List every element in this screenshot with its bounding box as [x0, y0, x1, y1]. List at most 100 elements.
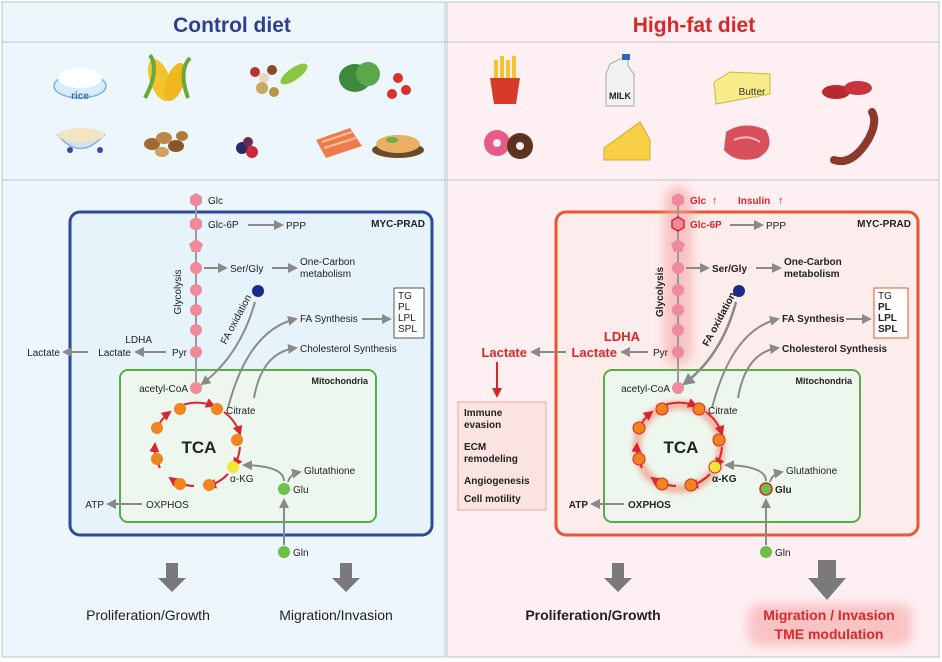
control-glyc-node	[190, 304, 202, 316]
highfat-acetylcoa-node	[672, 382, 684, 394]
highfat-lactate-effects-box	[457, 401, 547, 511]
control-outcome-proliferation: Proliferation/Growth	[86, 607, 210, 623]
control-title: Control diet	[173, 14, 291, 37]
highfat-tca-label: TCA	[664, 438, 699, 457]
highfat-glc-node	[672, 193, 684, 207]
control-lipid-box	[393, 287, 425, 339]
highfat-tca-node	[632, 421, 646, 435]
highfat-glc6p-node	[671, 216, 685, 232]
control-gln-node	[278, 546, 290, 558]
nuts-icon	[144, 131, 188, 157]
highfat-myc-label: MYC-PRAD	[857, 219, 911, 230]
butter-icon: Butter	[713, 71, 771, 105]
control-lipid-spl: SPL	[398, 324, 417, 335]
highfat-tca-node	[712, 433, 726, 447]
highfat-gln-node	[760, 546, 772, 558]
control-mito-label: Mitochondria	[312, 376, 369, 386]
control-cholesterol-label: Cholesterol Synthesis	[300, 344, 397, 355]
highfat-fa-synthesis-arrow	[711, 316, 780, 409]
highfat-onecarbon-label-2: metabolism	[784, 269, 840, 280]
control-glyc-node	[190, 262, 202, 274]
corn-icon	[143, 53, 192, 102]
control-fa-oxidation-arrow	[200, 301, 256, 386]
highfat-akg-label: α-KG	[712, 474, 737, 485]
highfat-lipid-pl: PL	[878, 302, 891, 313]
highfat-lipid-tg: TG	[878, 291, 892, 302]
highfat-effect-angiogenesis: Angiogenesis	[464, 476, 530, 487]
control-lactate-inner: Lactate	[98, 348, 131, 359]
highfat-tca-node	[655, 477, 669, 491]
highfat-migration-glow	[748, 604, 912, 646]
control-acetylcoa-node	[190, 382, 202, 394]
control-acetylcoa-label: acetyl-CoA	[139, 384, 188, 395]
control-f6p-node	[189, 239, 203, 252]
control-tca-label: TCA	[182, 438, 217, 457]
control-cholesterol-arrow	[253, 343, 298, 399]
highfat-glyc-node	[672, 324, 684, 336]
control-fa-synthesis-arrow	[227, 315, 298, 409]
highfat-gln-label: Gln	[775, 548, 791, 559]
control-outcome-migration: Migration/Invasion	[279, 607, 393, 623]
greens-icon	[339, 62, 411, 99]
control-glutathione-label: Glutathione	[304, 466, 356, 477]
berries-icon	[236, 137, 258, 158]
highfat-onecarbon-label-1: One-Carbon	[784, 257, 842, 268]
highfat-effect-immune-1: Immune	[464, 408, 503, 419]
sausages-icon	[830, 108, 879, 165]
highfat-ppp-label: PPP	[766, 221, 786, 232]
salami-icon	[822, 81, 872, 99]
control-glyc-node	[190, 284, 202, 296]
control-myc-label: MYC-PRAD	[371, 219, 425, 230]
control-pyr-label: Pyr	[172, 348, 188, 359]
highfat-tca-cycle: TCA	[631, 398, 726, 493]
highfat-pyr-node	[672, 346, 684, 358]
milk-icon: MILK	[605, 54, 635, 107]
control-ppp-label: PPP	[286, 221, 306, 232]
control-tca-cycle: TCA	[149, 398, 243, 491]
control-gln-label: Gln	[293, 548, 309, 559]
highfat-insulin-label: Insulin	[738, 196, 770, 207]
highfat-lactate-inner: Lactate	[571, 345, 617, 360]
highfat-f6p-node	[671, 239, 685, 252]
control-onecarbon-label-2: metabolism	[300, 269, 351, 280]
control-tca-node	[174, 478, 186, 490]
highfat-outcome-proliferation: Proliferation/Growth	[525, 607, 660, 623]
control-glycolysis-nodes	[189, 193, 203, 394]
highfat-glu-node	[759, 482, 773, 496]
control-glc6p-label: Glc-6P	[208, 220, 239, 231]
highfat-oxphos-label: OXPHOS	[628, 500, 671, 511]
control-glycolysis-label: Glycolysis	[173, 269, 184, 314]
control-akg-label: α-KG	[230, 474, 254, 485]
control-proliferation-arrow	[158, 563, 186, 592]
rice-icon: rice	[53, 68, 107, 102]
highfat-glc-label: Glc	[690, 196, 707, 207]
highfat-glu-label: Glu	[775, 485, 792, 496]
control-glu-label: Glu	[293, 485, 309, 496]
highfat-sergly-label: Ser/Gly	[712, 264, 747, 275]
salmon-icon	[316, 128, 362, 158]
control-ldha-label: LDHA	[125, 335, 152, 346]
donuts-icon	[484, 130, 533, 159]
highfat-fa-synthesis-label: FA Synthesis	[782, 314, 845, 325]
control-lipid-tg: TG	[398, 291, 412, 302]
chicken-icon	[372, 135, 424, 158]
highfat-lactate-outer: Lactate	[481, 345, 527, 360]
highfat-lipid-lpl: LPL	[878, 313, 897, 324]
highfat-glycolysis-label: Glycolysis	[655, 267, 666, 317]
milk-label: MILK	[609, 91, 631, 101]
beans-icon	[250, 63, 308, 97]
control-tca-node	[203, 479, 215, 491]
control-glc-node	[190, 193, 202, 207]
highfat-atp-label: ATP	[569, 500, 589, 511]
highfat-migration-arrow	[808, 560, 846, 600]
highfat-proliferation-arrow	[604, 563, 632, 592]
control-lipid-pl: PL	[398, 302, 411, 313]
fries-icon	[490, 56, 520, 104]
highfat-ldha-label: LDHA	[604, 329, 641, 344]
highfat-title: High-fat diet	[633, 14, 755, 37]
highfat-effect-ecm-1: ECM	[464, 442, 486, 453]
control-glutathione-arrow	[287, 468, 302, 483]
highfat-tca-node	[632, 452, 646, 466]
